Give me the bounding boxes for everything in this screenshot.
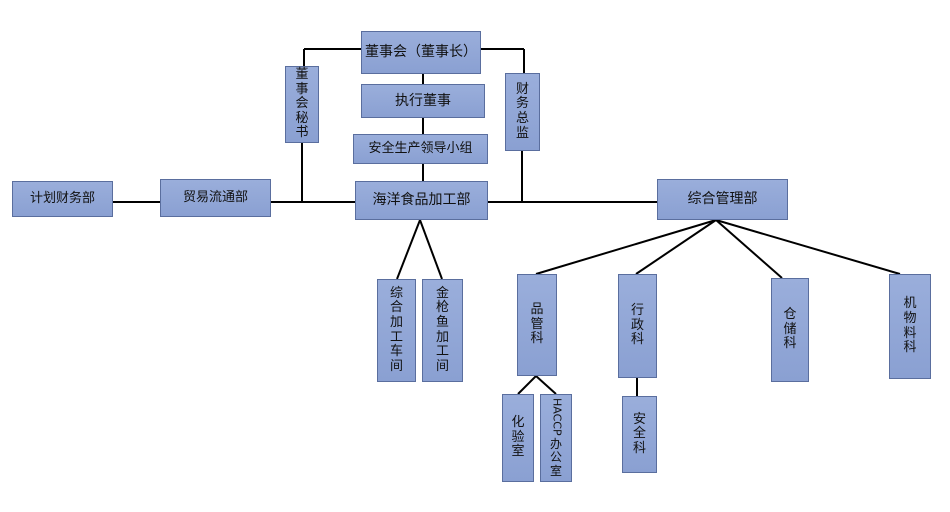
node-haccp-latin-label: HACCP xyxy=(550,398,564,436)
node-administration: 行政科 xyxy=(618,274,657,378)
node-executive-label: 执行董事 xyxy=(395,92,451,109)
node-workshop-general: 综合加工车间 xyxy=(377,279,416,382)
connector-plant-workshop2 xyxy=(419,219,443,280)
node-materials-label: 机物料科 xyxy=(903,296,917,356)
node-administration-label: 行政科 xyxy=(630,303,644,348)
node-quality: 品管科 xyxy=(517,274,557,376)
node-haccp: HACCP 办公室 xyxy=(540,394,572,482)
node-secretary: 董事会秘书 xyxy=(285,66,319,143)
connector-admin-quality xyxy=(535,219,717,275)
node-materials: 机物料科 xyxy=(889,274,931,379)
node-admin-mgmt-label: 综合管理部 xyxy=(687,191,758,208)
connector-plant-workshop1 xyxy=(396,219,421,280)
connector-admin-warehouse xyxy=(715,219,783,279)
connector-quality-haccp xyxy=(535,375,557,395)
node-plant: 海洋食品加工部 xyxy=(355,181,488,220)
node-executive: 执行董事 xyxy=(361,84,485,118)
node-safety-dept: 安全科 xyxy=(622,396,657,473)
node-cfo-label: 财务总监 xyxy=(515,81,529,141)
node-haccp-cn-label: 办公室 xyxy=(549,436,562,478)
node-board: 董事会（董事长） xyxy=(361,31,481,74)
node-trade-label: 贸易流通部 xyxy=(182,189,248,205)
node-finance: 计划财务部 xyxy=(12,181,113,217)
node-warehouse-label: 仓储科 xyxy=(783,307,797,352)
connector-quality-lab xyxy=(517,375,537,395)
node-admin-mgmt: 综合管理部 xyxy=(657,179,788,220)
node-plant-label: 海洋食品加工部 xyxy=(372,192,471,209)
node-secretary-label: 董事会秘书 xyxy=(295,67,309,141)
connector-admin-administration xyxy=(635,219,717,275)
node-safety-group-label: 安全生产领导小组 xyxy=(368,140,473,156)
node-safety-group: 安全生产领导小组 xyxy=(353,134,488,164)
node-lab-label: 化验室 xyxy=(511,415,525,460)
node-lab: 化验室 xyxy=(502,394,534,482)
connector-admin-materials xyxy=(715,219,901,275)
node-workshop-tuna: 金枪鱼加工间 xyxy=(422,279,463,382)
node-cfo: 财务总监 xyxy=(505,73,540,151)
node-quality-label: 品管科 xyxy=(530,302,544,347)
node-warehouse: 仓储科 xyxy=(771,278,809,382)
node-board-label: 董事会（董事长） xyxy=(365,44,477,61)
node-finance-label: 计划财务部 xyxy=(29,190,95,206)
node-workshop-general-label: 综合加工车间 xyxy=(389,285,403,374)
node-safety-dept-label: 安全科 xyxy=(632,411,646,456)
node-workshop-tuna-label: 金枪鱼加工间 xyxy=(435,285,449,374)
node-trade: 贸易流通部 xyxy=(160,179,271,217)
